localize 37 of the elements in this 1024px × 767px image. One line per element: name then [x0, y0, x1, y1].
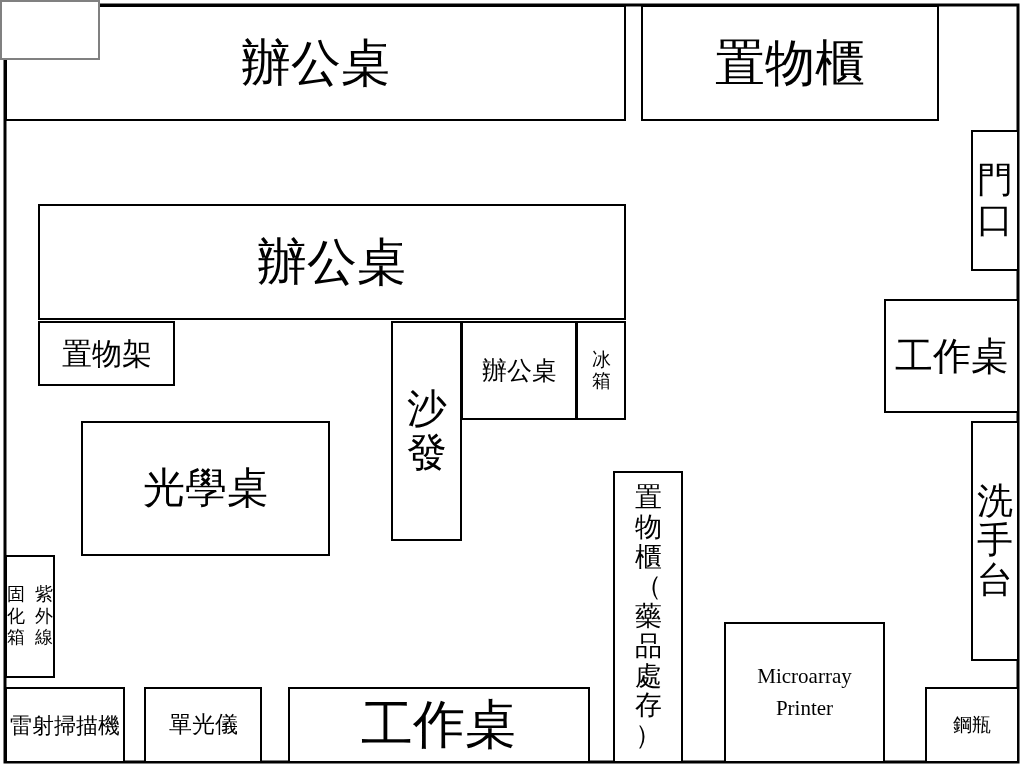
furniture-box: [5, 555, 55, 678]
furniture-box: [576, 321, 626, 420]
furniture-box: [391, 321, 462, 541]
furniture-label: 辦公桌: [257, 232, 407, 292]
furniture-box: [925, 687, 1019, 763]
furniture-box: [613, 471, 683, 763]
furniture-box: [724, 622, 885, 763]
furniture-label: 雷射掃描機: [10, 711, 120, 740]
furniture-box: [461, 321, 577, 420]
furniture-label: 工作桌: [361, 695, 517, 755]
furniture-label: 置物櫃（藥品處存）: [634, 483, 662, 751]
furniture-label: 單光儀: [168, 710, 238, 739]
furniture-label: 置物櫃: [715, 33, 865, 93]
empty-box: [0, 0, 100, 60]
furniture-label: 工作桌: [894, 333, 1009, 379]
furniture-label: 置物架: [61, 336, 152, 372]
furniture-label: 辦公桌: [240, 33, 391, 93]
furniture-label: 光學桌: [142, 464, 269, 513]
furniture-box: [884, 299, 1019, 413]
furniture-label: 紫外線固化箱: [6, 584, 54, 649]
furniture-box: [288, 687, 590, 763]
furniture-box: [38, 204, 626, 320]
furniture-label: 冰箱: [591, 349, 611, 392]
furniture-box: [641, 5, 939, 121]
furniture-label: Microarray Printer: [756, 663, 853, 722]
furniture-box: [81, 421, 330, 556]
furniture-box: [5, 687, 125, 763]
furniture-box: [971, 421, 1019, 661]
furniture-label: 洗手台: [977, 481, 1013, 601]
furniture-label: 鋼瓶: [953, 712, 991, 737]
furniture-box: [144, 687, 262, 763]
furniture-label: 門口: [977, 160, 1013, 241]
furniture-box: [971, 130, 1019, 271]
furniture-box: [38, 321, 175, 386]
furniture-label: 沙發: [406, 387, 447, 475]
furniture-box: [5, 5, 626, 121]
furniture-label: 辦公桌: [481, 355, 557, 386]
